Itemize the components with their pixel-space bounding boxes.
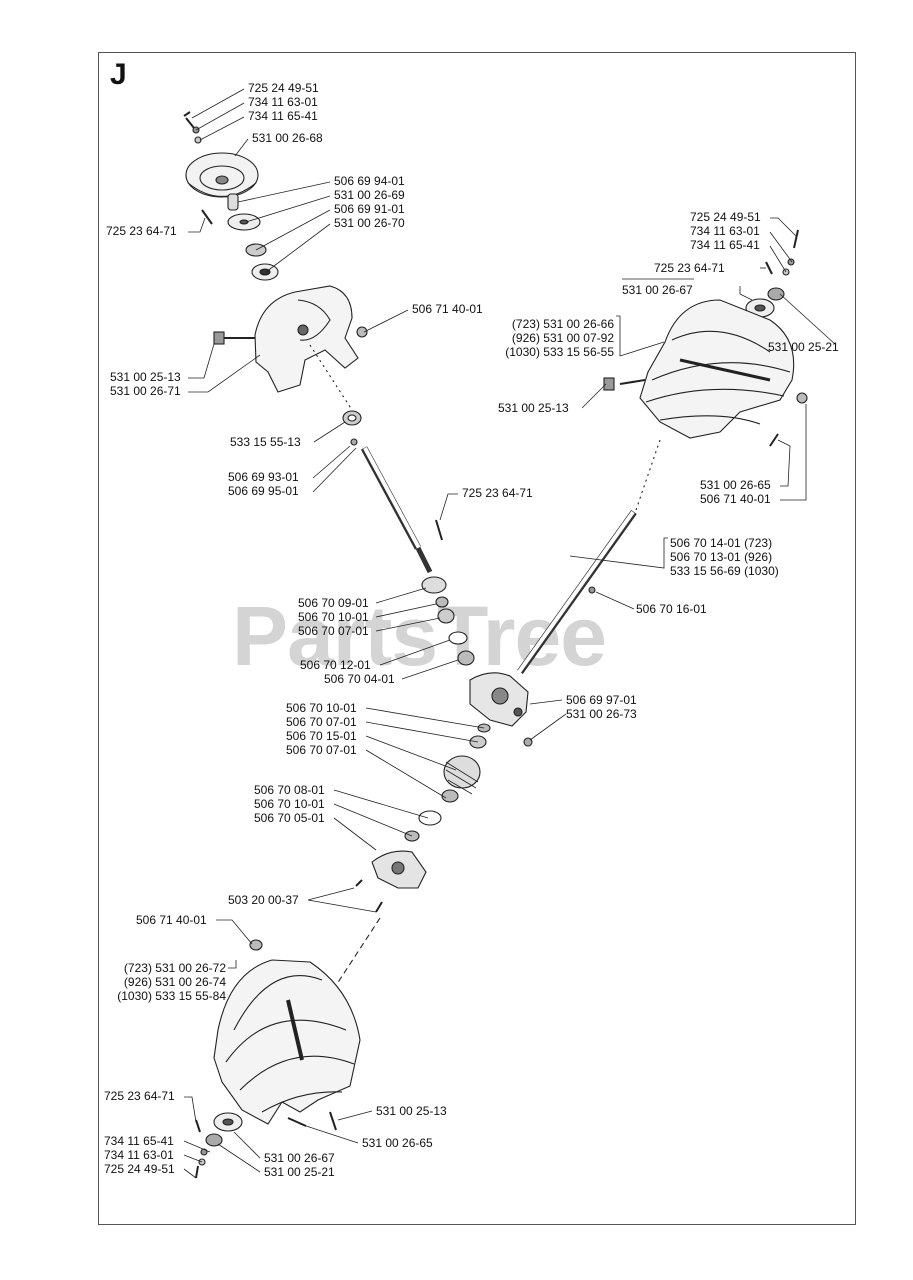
- part-label: (1030) 533 15 56-55: [505, 345, 614, 359]
- part-label: 531 00 26-69: [334, 188, 405, 202]
- part-label: 531 00 26-68: [252, 131, 323, 145]
- part-label: 734 11 63-01: [248, 95, 318, 109]
- upper-pulley-icon: [185, 152, 259, 198]
- part-label: 503 20 00-37: [228, 893, 299, 907]
- part-label: 533 15 56-69 (1030): [670, 564, 779, 578]
- part-label: 531 00 25-21: [264, 1165, 335, 1179]
- part-label: 506 69 94-01: [334, 174, 405, 188]
- part-label: 531 00 25-13: [110, 370, 181, 384]
- auger-housing-upper-icon: [213, 285, 368, 393]
- part-label: 506 69 91-01: [334, 202, 405, 216]
- part-label: 506 69 97-01: [566, 693, 637, 707]
- part-label: 531 00 26-71: [110, 384, 181, 398]
- part-label: 734 11 65-41: [248, 109, 318, 123]
- spacer-parts-icon: [227, 193, 279, 281]
- part-label: 506 70 15-01: [286, 729, 357, 743]
- part-label: 506 70 14-01 (723): [670, 536, 773, 550]
- part-label: 531 00 26-73: [566, 707, 637, 721]
- part-label: 506 71 40-01: [412, 302, 483, 316]
- part-label: 506 70 08-01: [254, 783, 325, 797]
- part-label: 725 23 64-71: [462, 486, 533, 500]
- part-label: 506 70 10-01: [254, 797, 325, 811]
- part-label: 533 15 55-13: [230, 435, 301, 449]
- bearing-lower-icon: [195, 1112, 243, 1179]
- bearing-stack-icon: [421, 519, 475, 666]
- part-label: 531 00 26-67: [622, 283, 693, 297]
- part-label: 734 11 65-41: [104, 1134, 174, 1148]
- part-label: (926) 531 00 26-74: [123, 975, 226, 989]
- auger-shaft-icon: [517, 439, 661, 675]
- diagram-frame: [98, 52, 856, 1225]
- part-label: 506 69 93-01: [228, 470, 299, 484]
- bearing-right-icon: [745, 287, 785, 318]
- part-label: 506 70 05-01: [254, 811, 325, 825]
- auger-lower-icon: [195, 939, 361, 1133]
- part-label: (723) 531 00 26-72: [123, 961, 226, 975]
- part-label: 506 70 04-01: [324, 672, 395, 686]
- part-label: 531 00 26-70: [334, 216, 405, 230]
- part-label: 734 11 63-01: [690, 224, 760, 238]
- bolt-small-icon: [183, 111, 213, 225]
- part-label: 506 70 07-01: [298, 624, 369, 638]
- part-label: 506 71 40-01: [136, 913, 207, 927]
- part-label: 531 00 26-67: [264, 1151, 335, 1165]
- part-label: 531 00 26-65: [362, 1136, 433, 1150]
- part-label: 725 24 49-51: [690, 210, 761, 224]
- bolt-right-icon: [765, 229, 799, 276]
- part-label: 531 00 25-13: [376, 1104, 447, 1118]
- part-label: 506 70 16-01: [636, 602, 707, 616]
- part-label: 506 71 40-01: [700, 492, 771, 506]
- part-label: 725 23 64-71: [104, 1089, 175, 1103]
- part-label: 725 23 64-71: [106, 224, 177, 238]
- gearbox-cover-icon: [355, 850, 427, 913]
- part-label: 725 24 49-51: [104, 1162, 175, 1176]
- section-letter: J: [110, 58, 127, 91]
- drive-shaft-icon: [309, 344, 433, 574]
- part-label: 506 69 95-01: [228, 484, 299, 498]
- part-label: 725 24 49-51: [248, 81, 319, 95]
- part-label: 531 00 26-65: [700, 478, 771, 492]
- part-label: 725 23 64-71: [654, 261, 725, 275]
- part-label: 506 70 10-01: [298, 610, 369, 624]
- part-label: 506 70 07-01: [286, 743, 357, 757]
- part-label: 734 11 65-41: [690, 238, 760, 252]
- part-label: 531 00 25-13: [498, 401, 569, 415]
- part-label: (1030) 533 15 55-84: [117, 989, 226, 1003]
- part-label: (723) 531 00 26-66: [511, 317, 614, 331]
- part-label: 506 70 09-01: [298, 596, 369, 610]
- part-label: 531 00 25-21: [768, 340, 839, 354]
- worm-gear-icon: [404, 755, 481, 842]
- part-label: 506 70 07-01: [286, 715, 357, 729]
- part-label: 734 11 63-01: [104, 1148, 174, 1162]
- part-label: 506 70 10-01: [286, 701, 357, 715]
- part-label: 506 70 13-01 (926): [670, 550, 773, 564]
- part-label: (926) 531 00 07-92: [511, 331, 614, 345]
- part-label: 506 70 12-01: [300, 658, 371, 672]
- gearbox-housing-icon: [469, 672, 533, 749]
- auger-right-icon: [603, 299, 808, 447]
